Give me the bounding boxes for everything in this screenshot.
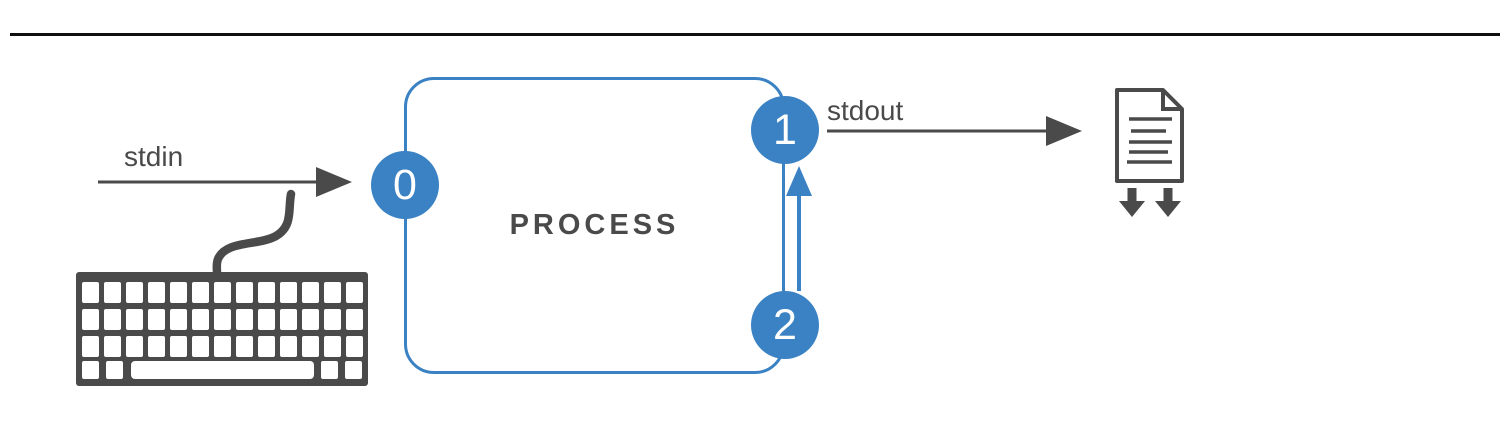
keyboard-cable	[212, 189, 296, 278]
fd-0-number: 0	[393, 160, 417, 209]
stdout-arrow	[827, 116, 1082, 146]
fd-2-number: 2	[773, 300, 797, 349]
stdin-arrow	[98, 167, 352, 197]
fd-circle-2: 2	[751, 291, 819, 359]
stdin-label: stdin	[124, 141, 184, 172]
stdout-label: stdout	[827, 95, 904, 126]
keyboard-icon	[76, 272, 368, 386]
process-label: PROCESS	[509, 209, 680, 241]
fd2-to-fd1-arrow	[786, 166, 812, 291]
process-box: PROCESS	[404, 77, 785, 374]
fd-circle-1: 1	[751, 96, 819, 164]
fd-1-number: 1	[773, 105, 797, 154]
fd-circle-0: 0	[371, 151, 439, 219]
double-down-arrows-icon	[1119, 188, 1181, 217]
document-file-icon	[1115, 88, 1184, 183]
top-divider-rule	[10, 33, 1500, 36]
